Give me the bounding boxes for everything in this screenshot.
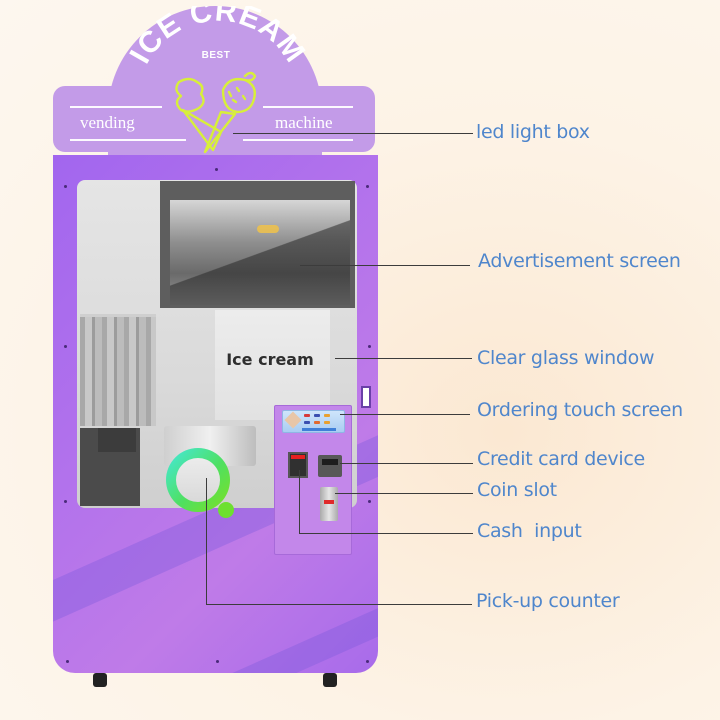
leader-line-clear-glass-window: [335, 358, 472, 359]
coin-slot-indicator: [324, 500, 334, 504]
cash-input-led: [291, 455, 305, 459]
sign-divider: [70, 139, 186, 141]
sign-word-machine: machine: [275, 113, 333, 132]
leader-line-coin-slot: [335, 493, 473, 494]
leader-line-credit-card-device: [340, 463, 473, 464]
label-coin-slot: Coin slot: [477, 479, 557, 501]
label-ordering-touch-screen: Ordering touch screen: [477, 399, 683, 421]
screw: [366, 185, 369, 188]
pick-up-counter[interactable]: [166, 448, 230, 512]
label-clear-glass-window: Clear glass window: [477, 347, 655, 369]
screw: [215, 168, 218, 171]
side-indicator-light: [361, 386, 371, 408]
caster-wheel: [93, 673, 107, 687]
touchscreen-item[interactable]: [304, 414, 310, 417]
sign-subtitle: BEST: [201, 50, 231, 61]
leader-line-cash-input-vertical: [299, 470, 300, 533]
screw: [368, 500, 371, 503]
touchscreen-item[interactable]: [324, 421, 330, 424]
sign-title-arc: ICE CREAM: [124, 6, 311, 69]
leader-line-cash-input: [299, 533, 473, 534]
screw: [64, 345, 67, 348]
label-led-light-box: led light box: [476, 121, 590, 143]
pick-up-counter-tail: [218, 502, 234, 518]
screen-reflection: [170, 200, 350, 305]
sign-word-vending: vending: [80, 113, 135, 132]
label-pick-up-counter: Pick-up counter: [476, 590, 620, 612]
leader-line-ordering-touch-screen: [340, 414, 470, 415]
ice-cream-cones-icon: [175, 71, 257, 154]
label-advertisement-screen: Advertisement screen: [478, 250, 681, 272]
cup-dispenser-head: [98, 428, 136, 452]
screw: [64, 185, 67, 188]
touchscreen-item[interactable]: [314, 414, 320, 417]
credit-card-device-display: [322, 459, 338, 465]
screw: [216, 660, 219, 663]
ice-cream-label: Ice cream: [226, 350, 314, 369]
caster-wheel: [323, 673, 337, 687]
label-cash-input: Cash input: [477, 520, 582, 542]
screw: [64, 500, 67, 503]
sign-divider: [70, 106, 162, 108]
coin-slot[interactable]: [320, 487, 338, 521]
screw: [366, 660, 369, 663]
sign-divider: [243, 139, 353, 141]
leader-line-advertisement-screen: [300, 265, 470, 266]
sign-divider: [263, 106, 353, 108]
leader-line-led-light-box: [233, 133, 473, 134]
ice-cream-panel: [215, 310, 330, 420]
touchscreen-item[interactable]: [304, 421, 310, 424]
touchscreen-bar: [302, 428, 336, 431]
label-credit-card-device: Credit card device: [477, 448, 645, 470]
screw: [66, 660, 69, 663]
touchscreen-item[interactable]: [324, 414, 330, 417]
leader-line-pick-up-counter: [206, 604, 472, 605]
touchscreen-item[interactable]: [314, 421, 320, 424]
screw: [368, 345, 371, 348]
cup-canister: [80, 314, 156, 426]
leader-line-pick-up-counter-vertical: [206, 478, 207, 604]
